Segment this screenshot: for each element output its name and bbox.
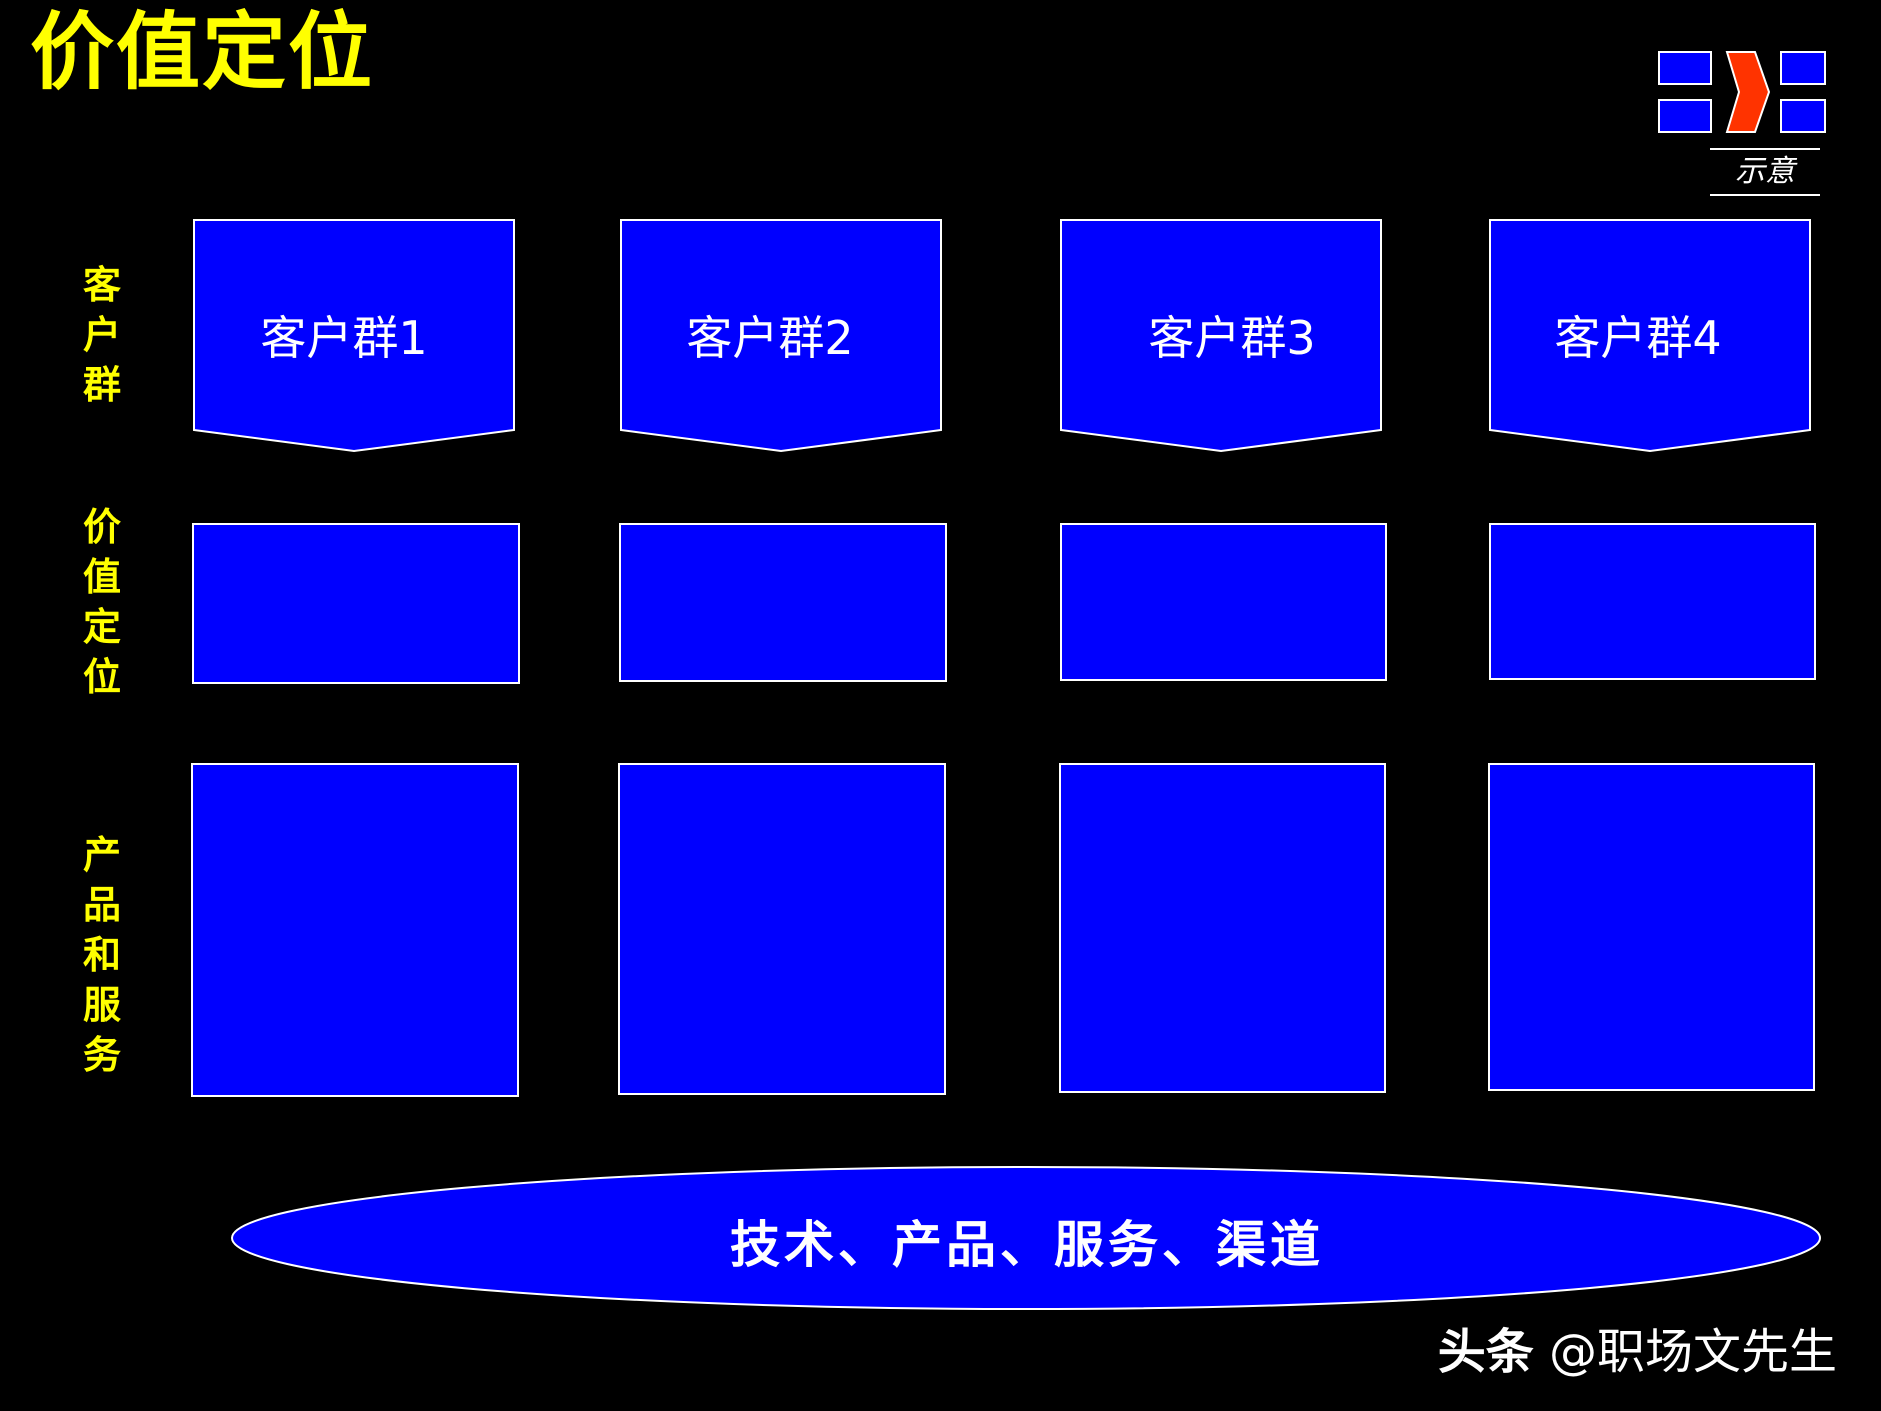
value-box-1 [192, 523, 520, 684]
watermark-handle: @职场文先生 [1548, 1324, 1837, 1380]
value-box-2 [619, 523, 947, 682]
foundation-ellipse [231, 1166, 1821, 1310]
logo-caption: 示意 [1710, 148, 1820, 196]
value-box-4 [1489, 523, 1816, 680]
product-box-4 [1488, 763, 1815, 1091]
product-box-1 [191, 763, 519, 1097]
customer-segment-2-shape [620, 219, 942, 453]
row-label-customers: 客 户 群 [82, 262, 121, 407]
customer-segment-4-shape [1489, 219, 1811, 453]
customer-segment-3-shape [1060, 219, 1382, 453]
customer-segment-1-shape [193, 219, 515, 453]
row-label-value: 价 值 定 位 [82, 504, 121, 699]
watermark-brand: 头条 [1437, 1324, 1534, 1380]
watermark: 头条 @职场文先生 [1438, 1312, 1837, 1382]
page-title: 价值定位 [30, 2, 375, 101]
product-box-2 [618, 763, 946, 1095]
value-box-3 [1060, 523, 1387, 681]
foundation-label: 技术、产品、服务、渠道 [730, 1215, 1324, 1274]
row-label-products: 产 品 和 服 务 [82, 832, 121, 1077]
logo-icon [1658, 51, 1826, 133]
product-box-3 [1059, 763, 1386, 1093]
